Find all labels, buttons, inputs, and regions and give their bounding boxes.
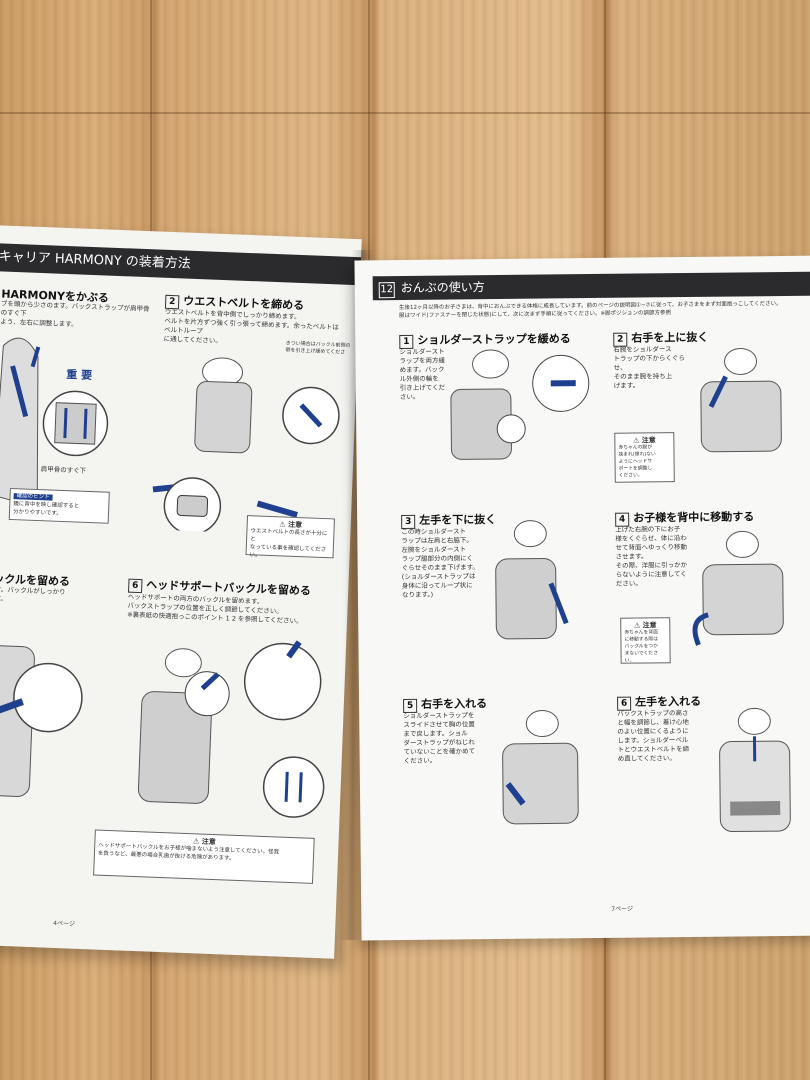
step-4-text: 上げた右腕の下にお子 様をくぐらせ、体に沿わ せて背面へゆっくり移動 させます。…	[615, 525, 688, 588]
left-page-number: 4ページ	[53, 919, 76, 928]
head-support-caution-box: ⚠ 注意 ヘッドサポートバックルをお子様が噛まないよう注意してください。怪我 を…	[93, 829, 315, 884]
step-2-caution-text: ウエストベルトの長さが十分にと なっている事を確認してください。	[249, 528, 328, 559]
step-3-illustration	[495, 520, 569, 640]
head-support-illustration	[137, 640, 325, 818]
check-hint-text: 鏡に背中を映し確認すると 分かりやすいです。	[12, 501, 80, 517]
left-page: キャリア HARMONY の装着方法 HARMONYをかぶる ブを頭から少さのま…	[0, 225, 362, 959]
step-2-right-text: 右腕をショルダース トラップの下からくぐらせ、 そのまま腕を持ち上 げます。	[613, 345, 686, 390]
step-6-right-text: バックストラップの高さ と幅を調節し、着け心地 のよい位置にくるように します。…	[617, 709, 690, 763]
step-b-text: めます。バックルがしっかり します。	[0, 584, 66, 603]
right-page-header: 12 おんぶの使い方	[372, 271, 810, 301]
right-page-number: 7ページ	[611, 905, 633, 913]
section-title: おんぶの使い方	[400, 280, 485, 295]
step-5-illustration	[502, 710, 579, 825]
shoulder-blade-caption: 肩甲骨のすぐ下	[40, 465, 87, 475]
left-page-header: キャリア HARMONY の装着方法	[0, 242, 362, 286]
step-2-side-note: きつい場合はバックル前側の 帯を引き上げ緩めてくださ	[285, 340, 351, 356]
step-5-title-text: 右手を入れる	[421, 697, 488, 711]
caution-2-box: ⚠ 注意 赤ちゃんを背面 に移動する際は バックルをつか まないでください。	[620, 617, 671, 664]
step-6-number: 6	[127, 578, 143, 594]
waist-belt-illustration	[152, 357, 340, 535]
caution-1-text: 赤ちゃんの腕が 挟まれ(擦れ)ない ようにヘッドサ ポートを調整し ください。	[618, 445, 656, 479]
right-page: 12 おんぶの使い方 生後12ヶ月以降のお子さまは、背中におんぶできる体格に成長し…	[354, 255, 810, 941]
intro-text: 生後12ヶ月以降のお子さまは、背中におんぶできる体格に成長しています。前のページ…	[398, 301, 782, 320]
important-label: 重 要	[66, 368, 93, 383]
carrier-illustration-left	[0, 337, 41, 508]
caution-2-text: 赤ちゃんを背面 に移動する際は バックルをつか まないでください。	[624, 630, 659, 664]
back-strap-diagram	[42, 390, 109, 457]
buckle-illustration	[0, 645, 83, 797]
step-1-illustration	[450, 349, 590, 460]
floor-seam	[0, 112, 810, 114]
step-3-text: この時ショルダースト ラップは左肩と右脇下。 左腕をショルダースト ラップ脇部分…	[401, 527, 479, 600]
check-hint-box: 確認のヒント 鏡に背中を映し確認すると 分かりやすいです。	[8, 487, 110, 524]
caution-1-box: ⚠ 注意 赤ちゃんの腕が 挟まれ(擦れ)ない ようにヘッドサ ポートを調整し く…	[614, 432, 675, 483]
step-6-right-title-text: 左手を入れる	[635, 694, 702, 709]
step-2-caution-box: ⚠ 注意 ウエストベルトの長さが十分にと なっている事を確認してください。	[245, 515, 335, 559]
step-4-title-text: お子様を背中に移動する	[633, 510, 755, 525]
step-5-text: ショルダーストラップを スライドさせて胸の位置 まで戻します。ショル ダーストラ…	[403, 711, 476, 765]
step-6-right-illustration	[719, 707, 791, 833]
step-2-right-illustration	[700, 347, 782, 453]
section-number: 12	[378, 282, 395, 299]
step-4-illustration	[692, 530, 784, 646]
